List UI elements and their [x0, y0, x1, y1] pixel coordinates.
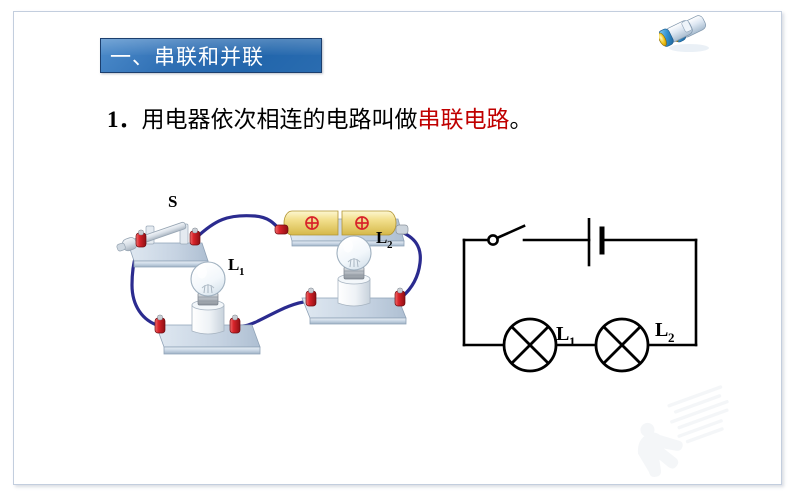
schematic-lamp2-label-sub: 2 — [668, 330, 675, 345]
statement-text-after: 。 — [509, 107, 533, 132]
wire-battery-to-lamp2 — [397, 229, 422, 299]
schematic-switch-contact — [487, 234, 499, 246]
lamp1-terminal-right — [229, 314, 241, 334]
battery-terminal-right — [395, 224, 409, 235]
lamp2-terminal-left — [305, 287, 317, 307]
lamp1-label-sub: 1 — [239, 266, 245, 278]
lamp1-label: L — [228, 255, 239, 274]
statement-number: 1． — [107, 107, 142, 132]
schematic-lamp2-label: L — [655, 319, 668, 341]
battery-polarity-marks — [305, 216, 369, 230]
battery-terminal-left — [274, 224, 289, 235]
lamp2-label-sub: 2 — [387, 239, 393, 251]
switch-label: S — [168, 192, 177, 211]
schematic-lamp2-symbol — [594, 317, 650, 373]
statement-line: 1．用电器依次相连的电路叫做串联电路。 — [107, 100, 533, 134]
switch-terminal-left — [135, 229, 147, 248]
switch-terminal-right — [189, 227, 201, 246]
schematic-circuit-diagram: L 1 L 2 — [462, 218, 698, 373]
schematic-switch-lever — [495, 224, 526, 240]
lamp2-terminal-right — [394, 287, 406, 307]
component-lamp1[interactable]: L 1 — [154, 255, 261, 355]
statement-highlight: 串联电路 — [417, 107, 510, 132]
statement-text-before: 用电器依次相连的电路叫做 — [141, 107, 418, 132]
slide-frame — [13, 11, 782, 485]
pictorial-circuit-diagram: S — [115, 192, 422, 355]
binoculars-icon[interactable] — [659, 10, 715, 54]
lamp2-label: L — [376, 228, 387, 247]
schematic-lamp1-label: L — [556, 323, 569, 345]
schematic-lamp1-symbol — [502, 317, 558, 373]
wire-lamp2-to-lamp1 — [234, 299, 312, 328]
component-switch[interactable]: S — [115, 192, 209, 268]
component-lamp2[interactable]: L 2 — [301, 228, 407, 325]
lamp1-terminal-left — [154, 314, 166, 334]
wire-switch-to-battery — [194, 214, 282, 240]
component-battery-pack[interactable] — [274, 210, 409, 247]
schematic-lamp1-label-sub: 1 — [569, 334, 576, 349]
section-heading-banner: 一、串联和并联 — [100, 38, 322, 73]
section-heading-text: 一、串联和并联 — [110, 44, 264, 69]
